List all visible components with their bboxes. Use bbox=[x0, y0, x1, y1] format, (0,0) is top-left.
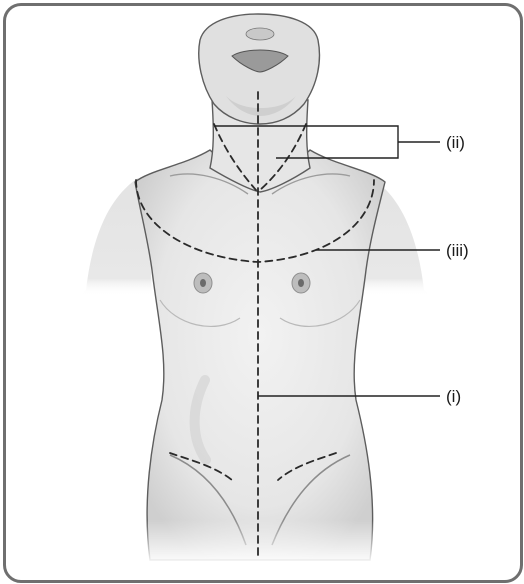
label-i: (i) bbox=[446, 387, 461, 406]
bottom-fade bbox=[120, 520, 410, 565]
nipple-right-center bbox=[298, 279, 304, 287]
nipple-left-center bbox=[200, 279, 206, 287]
label-ii: (ii) bbox=[446, 133, 465, 152]
label-iii: (iii) bbox=[446, 241, 469, 260]
nose bbox=[246, 28, 274, 40]
torso bbox=[135, 150, 385, 560]
